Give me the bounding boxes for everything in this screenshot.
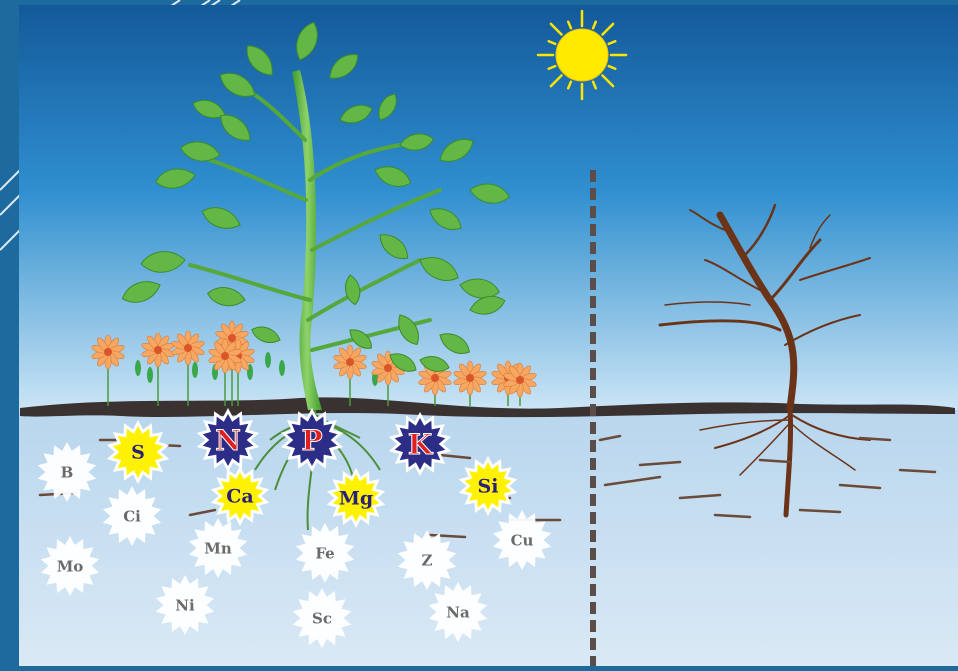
nutrient-label: N <box>215 424 241 457</box>
nutrient-label: Fe <box>315 544 334 562</box>
nutrient-label: Mn <box>204 539 232 557</box>
nutrient-label: Z <box>422 551 433 569</box>
nutrient-label: Si <box>478 476 499 498</box>
nutrient-label: Ci <box>123 507 141 525</box>
nutrient-label: Ni <box>175 596 195 614</box>
nutrient-label: Mo <box>57 557 84 575</box>
nutrient-label: K <box>408 428 434 461</box>
nutrient-label: Mg <box>339 488 373 510</box>
bud <box>192 362 198 378</box>
bud <box>265 352 271 368</box>
nutrient-label: P <box>301 424 322 457</box>
nutrient-label: S <box>131 442 145 464</box>
nutrient-label: Na <box>446 603 470 621</box>
nutrient-label: Sc <box>312 609 332 627</box>
bud <box>135 360 141 376</box>
nutrient-label: B <box>61 463 74 481</box>
nutrient-label: Cu <box>511 531 534 549</box>
bud <box>279 360 285 376</box>
bud <box>147 367 153 383</box>
sun-icon <box>538 11 626 99</box>
nutrient-label: Ca <box>226 486 253 508</box>
